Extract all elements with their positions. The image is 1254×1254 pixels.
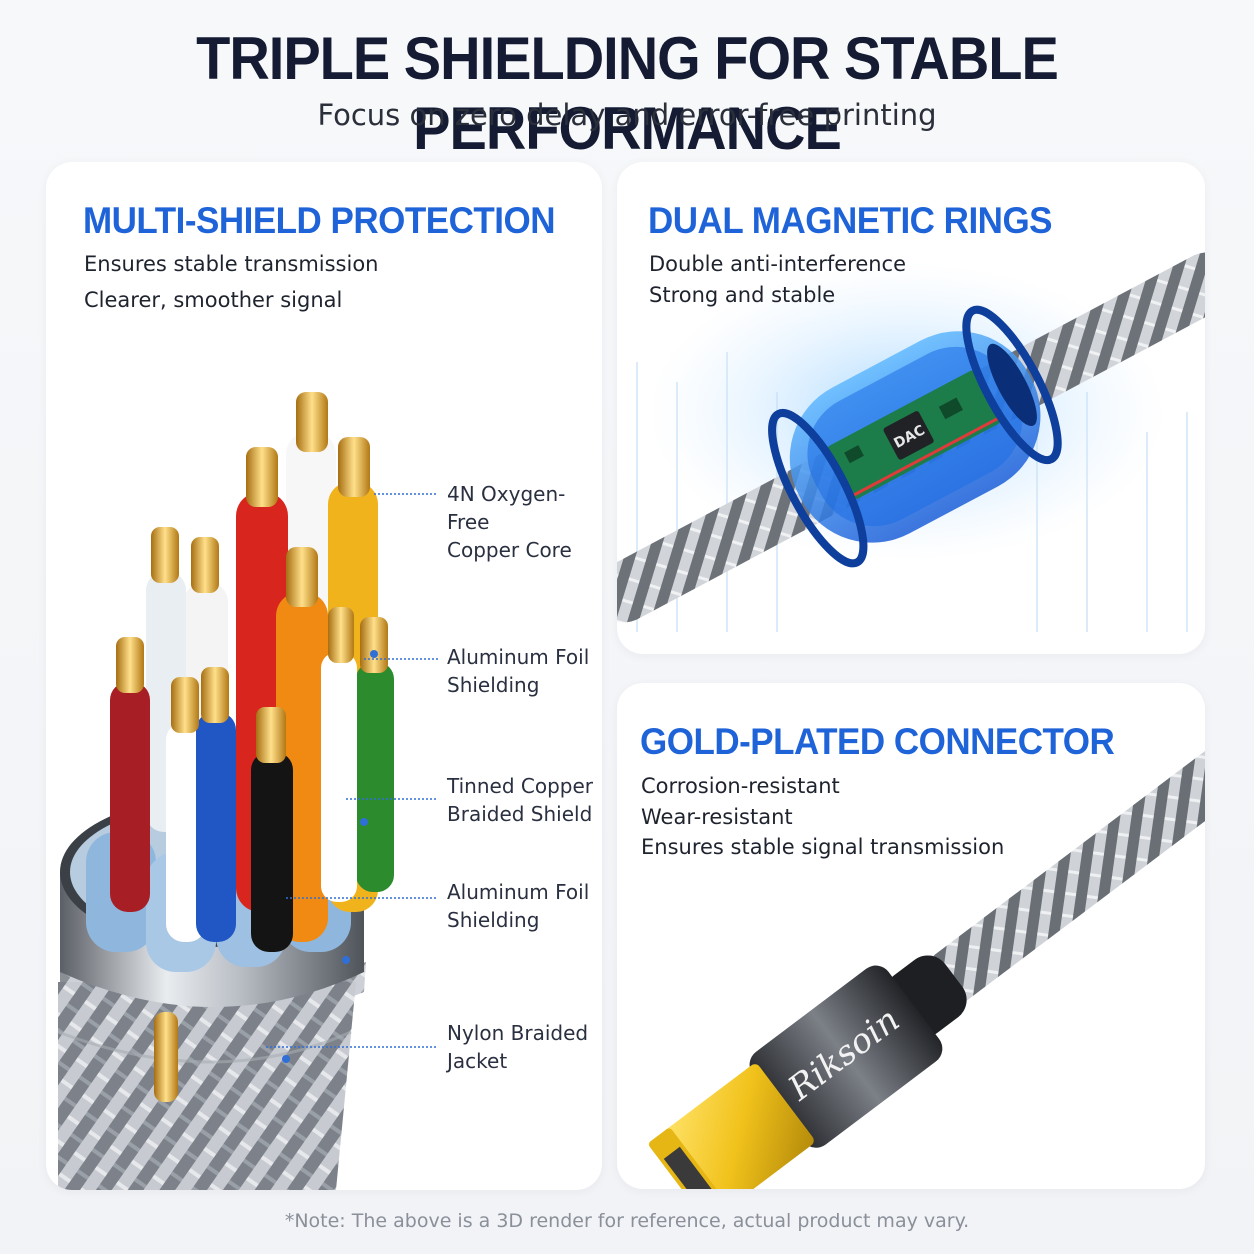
callout-copper-core: 4N Oxygen-Free Copper Core: [447, 482, 572, 562]
callout-nylon-jacket: Nylon Braided Jacket: [447, 1021, 589, 1073]
magnetic-rings-line-1: Double anti-interference: [649, 252, 907, 276]
gold-connector-line-2: Wear-resistant: [641, 805, 793, 829]
magnetic-ring-cable-illustration: DAC: [617, 252, 1205, 632]
multi-shield-card: MULTI-SHIELD PROTECTION Ensures stable t…: [46, 162, 602, 1190]
magnetic-rings-line-2: Strong and stable: [649, 283, 836, 307]
cable-cross-section-illustration: [57, 392, 394, 1190]
usb-b-connector-illustration: Riksoin: [648, 734, 1205, 1189]
gold-connector-title: GOLD-PLATED CONNECTOR: [640, 721, 1115, 763]
multi-shield-line-1: Ensures stable transmission: [84, 252, 379, 276]
magnetic-rings-card: DAC DUAL MAGNETIC RINGS Double anti-inte…: [617, 162, 1205, 654]
callout-leader-lines: [266, 493, 438, 1048]
page-subtitle: Focus on zero delay and error-free print…: [317, 98, 937, 132]
gold-connector-line-3: Ensures stable signal transmission: [641, 835, 1005, 859]
magnetic-rings-title: DUAL MAGNETIC RINGS: [648, 200, 1053, 242]
callout-aluminum-foil-2: Aluminum Foil Shielding: [447, 880, 590, 932]
gold-connector-card: Riksoin GOLD-PLATED CONNECTOR Corrosion-…: [617, 683, 1205, 1189]
callout-aluminum-foil-1: Aluminum Foil Shielding: [447, 645, 590, 697]
gold-connector-line-1: Corrosion-resistant: [641, 774, 840, 798]
footnote: *Note: The above is a 3D render for refe…: [284, 1210, 970, 1232]
multi-shield-title: MULTI-SHIELD PROTECTION: [83, 200, 556, 242]
multi-shield-line-2: Clearer, smoother signal: [84, 288, 343, 312]
page-title: TRIPLE SHIELDING FOR STABLE PERFORMANCE: [196, 23, 1059, 163]
callout-tinned-copper-braid: Tinned Copper Braided Shield: [447, 774, 593, 826]
